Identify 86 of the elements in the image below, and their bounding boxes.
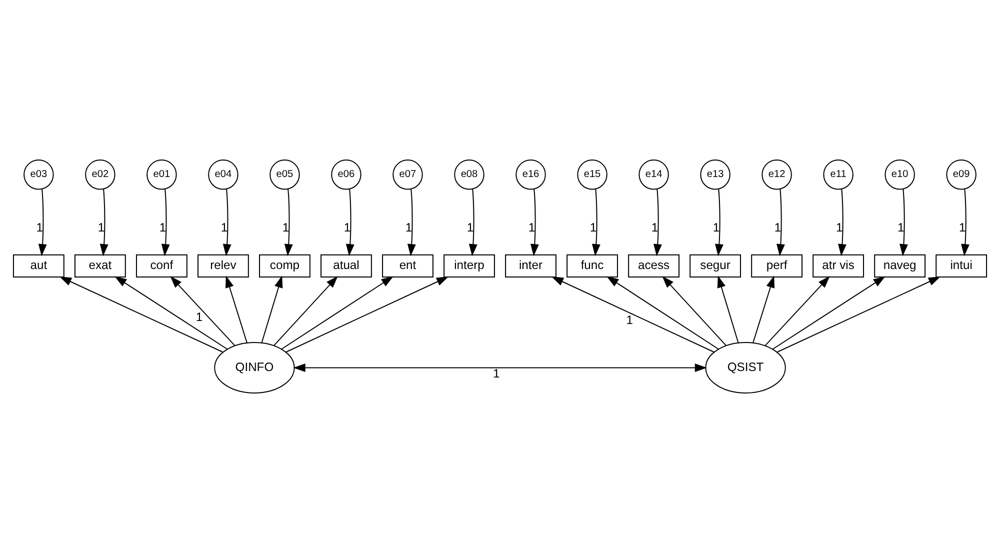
edge-label: 1 <box>835 220 842 235</box>
node-circle: e16 <box>515 160 546 190</box>
edge-label: 1 <box>958 220 966 235</box>
arrow <box>752 276 774 343</box>
node-circle: e02 <box>84 160 115 190</box>
arrow <box>714 188 723 256</box>
node-box: naveg <box>874 254 926 278</box>
arrow <box>764 276 830 346</box>
edge-label: 1 <box>36 220 43 235</box>
arrow <box>530 188 538 256</box>
arrow <box>606 276 718 350</box>
node-box: perf <box>750 254 802 278</box>
arrow <box>284 188 292 256</box>
arrow <box>99 188 108 256</box>
edge-label: 1 <box>466 220 474 235</box>
arrow <box>222 188 231 256</box>
arrow <box>899 188 908 256</box>
node-circle: e14 <box>638 160 668 190</box>
node-circle: e06 <box>330 160 361 190</box>
node-box: inter <box>504 254 556 278</box>
node-box: ent <box>382 254 433 278</box>
node-box: conf <box>135 254 187 278</box>
node-box: comp <box>258 254 310 278</box>
edge-label: 1 <box>158 220 166 235</box>
edge-label: 1 <box>774 220 781 235</box>
arrow <box>776 188 784 256</box>
edge-label: 1 <box>492 366 500 380</box>
edge-label: 1 <box>220 220 228 235</box>
edge-label: 1 <box>282 220 289 235</box>
arrow <box>38 188 46 256</box>
node-box: intui <box>935 254 987 278</box>
node-box: exat <box>74 254 126 278</box>
edge-label: 1 <box>404 220 412 235</box>
node-circle: e12 <box>761 160 792 190</box>
arrow <box>260 276 282 343</box>
arrow <box>224 276 247 343</box>
arrow <box>292 364 706 372</box>
node-circle: e04 <box>208 160 238 190</box>
node-circle: e01 <box>146 160 176 190</box>
node-box: segur <box>689 254 740 278</box>
edge-label: 1 <box>589 220 596 235</box>
node-box: acess <box>628 254 679 278</box>
node-box: aut <box>12 254 64 278</box>
node-circle: e15 <box>576 160 607 190</box>
arrow <box>716 276 738 343</box>
node-box: relev <box>197 254 248 278</box>
node-circle: e10 <box>884 160 914 190</box>
arrow <box>772 276 885 350</box>
arrow <box>280 276 393 350</box>
node-circle: e03 <box>23 160 54 190</box>
node-circle: e05 <box>269 160 300 190</box>
arrow <box>776 276 940 352</box>
node-box: func <box>566 254 618 278</box>
arrow <box>160 188 170 256</box>
node-box: atual <box>320 254 372 278</box>
arrow <box>273 276 338 346</box>
edge-label: 1 <box>712 220 720 235</box>
arrow <box>285 276 448 352</box>
arrow <box>58 276 222 352</box>
edge-label: 1 <box>528 220 535 235</box>
node-circle: e09 <box>946 160 976 190</box>
arrow <box>652 188 662 256</box>
arrow <box>406 188 416 256</box>
arrow <box>662 276 726 346</box>
arrow <box>591 188 600 256</box>
node-box: atr vis <box>812 254 864 278</box>
edge-label: 1 <box>896 220 904 235</box>
arrow <box>838 188 846 256</box>
node-ellipse: QSIST <box>704 342 786 394</box>
node-circle: e08 <box>454 160 484 190</box>
edge-label: 1 <box>195 310 202 324</box>
edge-label: 1 <box>343 220 350 235</box>
arrow <box>114 276 227 350</box>
node-circle: e07 <box>392 160 422 190</box>
node-ellipse: QINFO <box>214 342 294 394</box>
edge-label: 1 <box>97 220 104 235</box>
edge-label: 1 <box>626 313 633 328</box>
edge-label: 1 <box>650 220 658 235</box>
node-circle: e11 <box>822 160 853 190</box>
arrow <box>960 188 969 256</box>
node-circle: e13 <box>700 160 730 190</box>
arrow <box>550 276 714 352</box>
node-box: interp <box>443 254 494 278</box>
arrow <box>170 276 235 346</box>
arrow <box>468 188 477 256</box>
arrow <box>345 188 354 256</box>
